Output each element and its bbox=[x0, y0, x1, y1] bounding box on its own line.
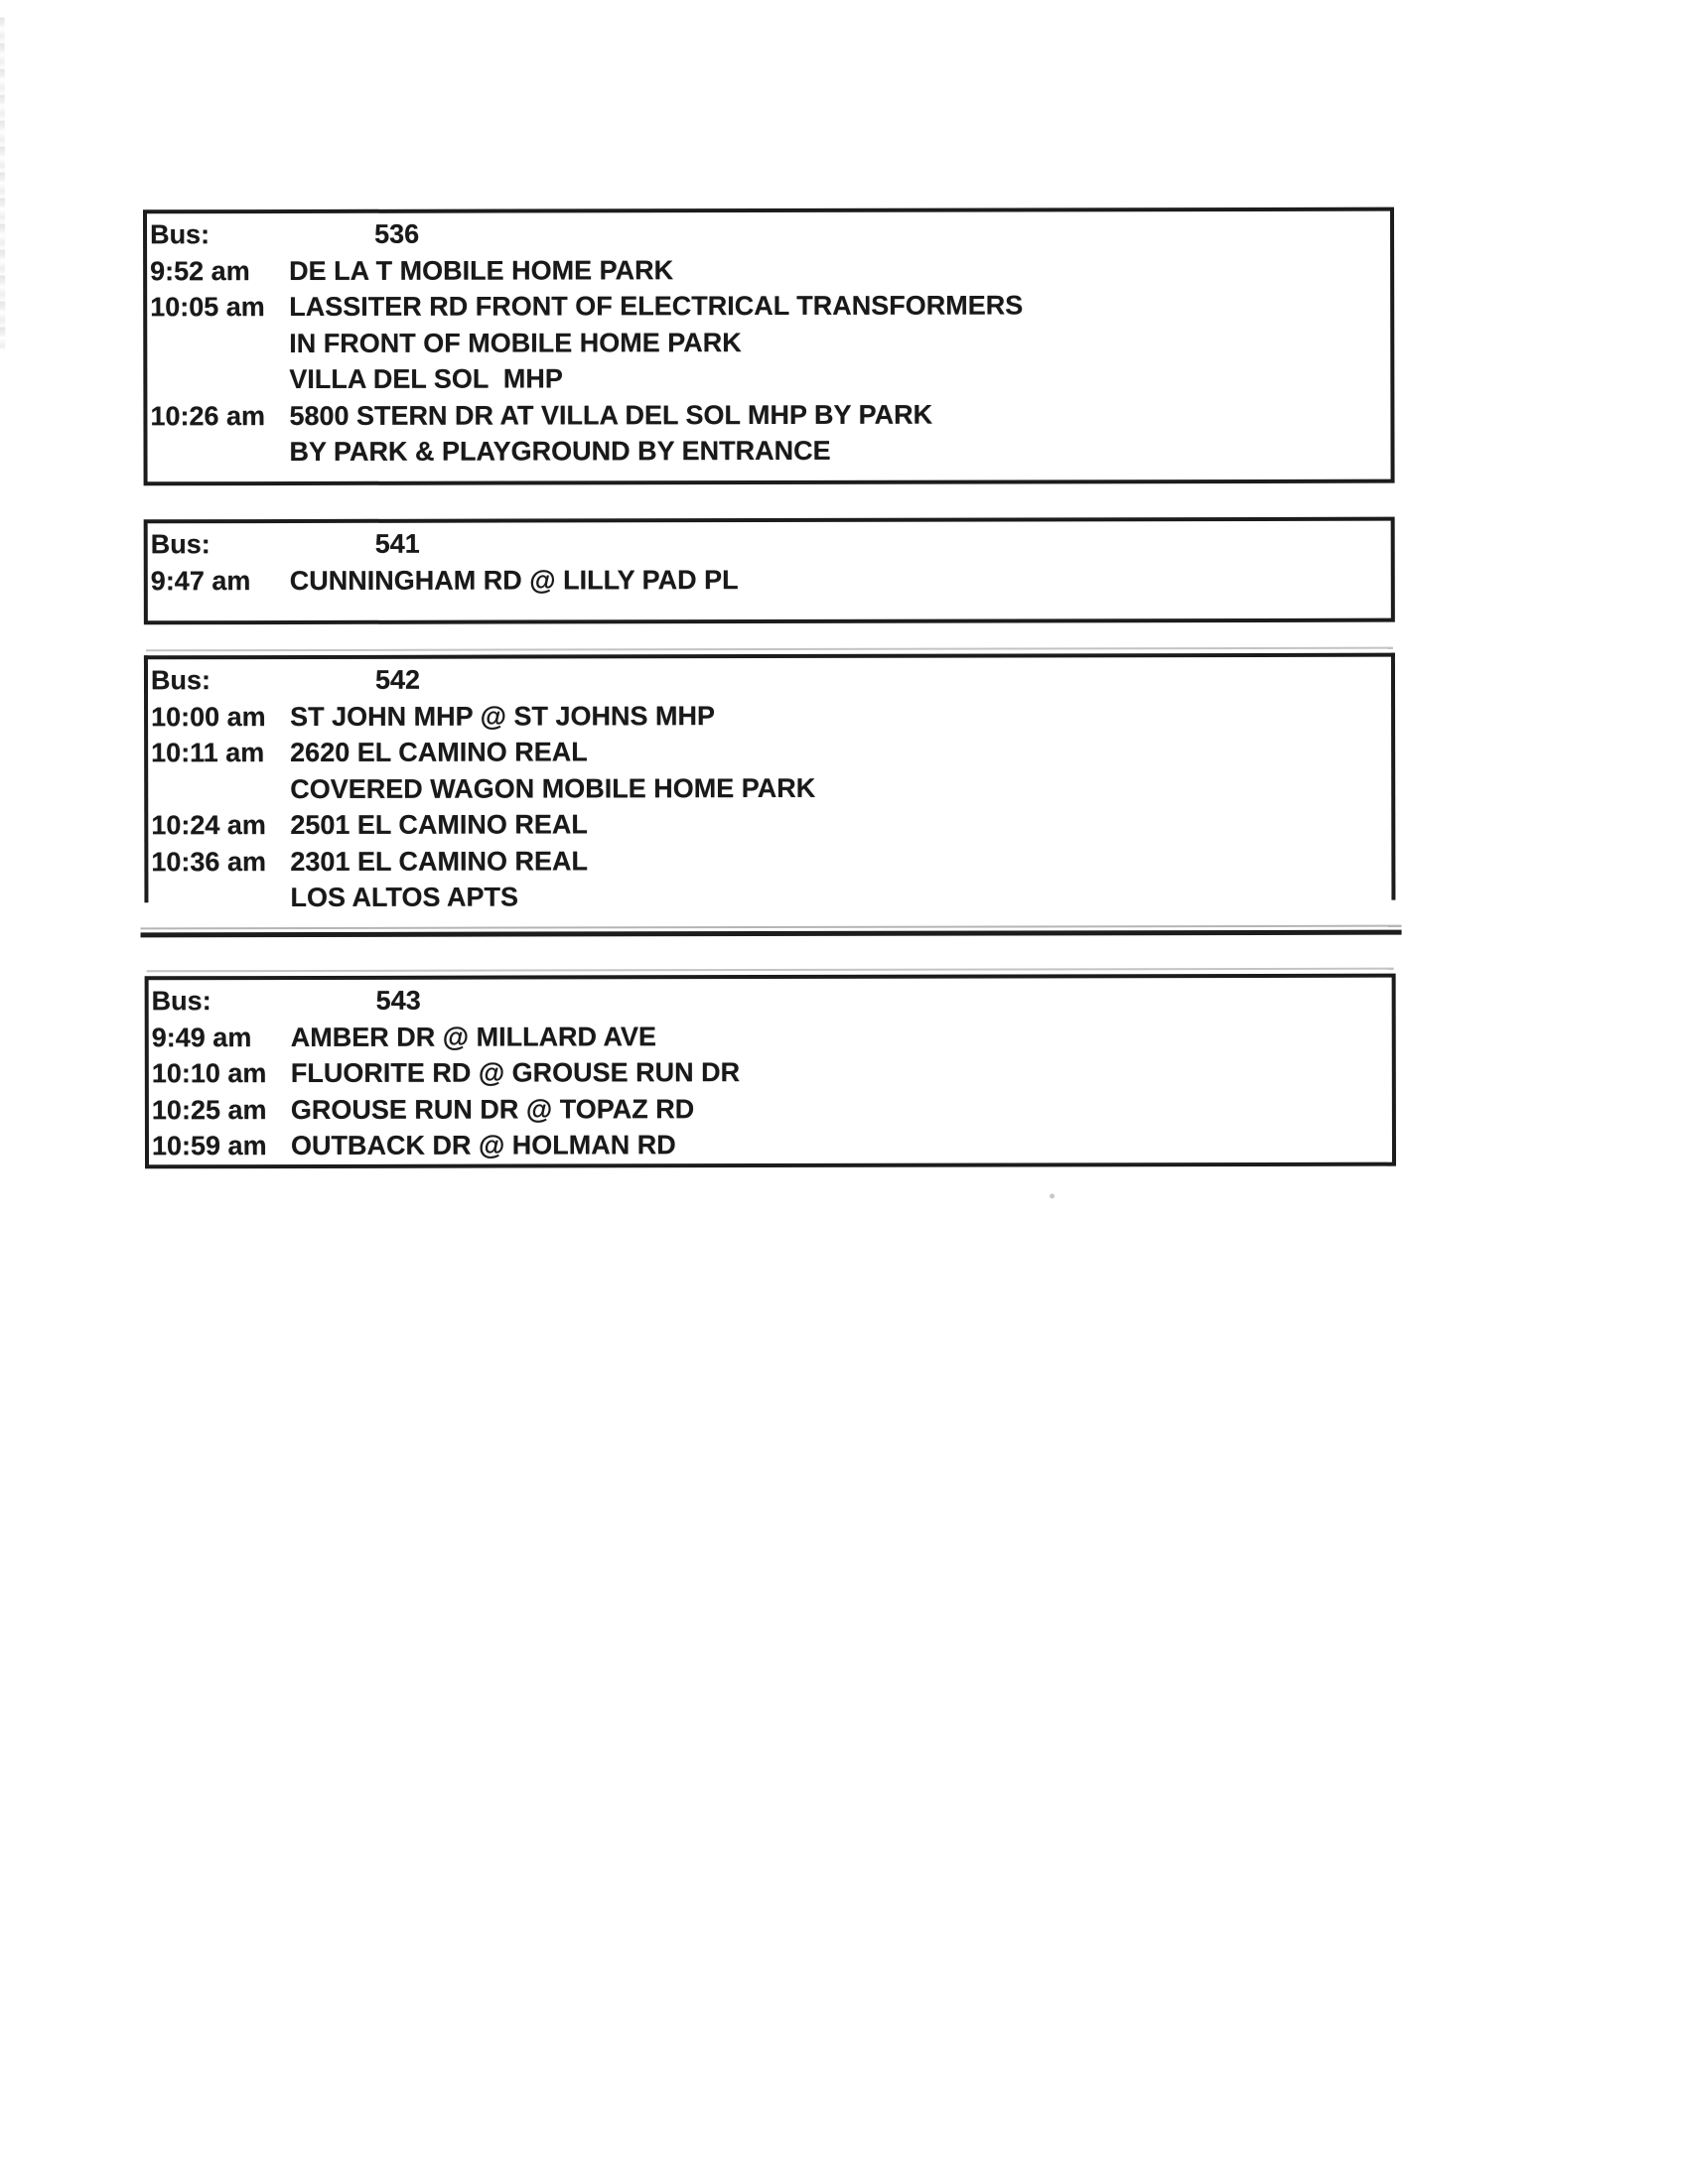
stop-location: 2301 EL CAMINO REAL bbox=[290, 845, 588, 877]
stop-time: 10:24 am bbox=[151, 810, 266, 841]
stop-time: 10:05 am bbox=[150, 292, 265, 323]
bus-number: 536 bbox=[374, 218, 420, 249]
stop-row: COVERED WAGON MOBILE HOME PARK bbox=[148, 768, 1391, 807]
stop-location: CUNNINGHAM RD @ LILLY PAD PL bbox=[289, 564, 739, 596]
stop-time bbox=[147, 361, 287, 398]
stop-location: IN FRONT OF MOBILE HOME PARK bbox=[289, 327, 742, 358]
stop-row: 10:36 am 2301 EL CAMINO REAL bbox=[148, 841, 1391, 880]
stop-row: 9:47 am CUNNINGHAM RD @ LILLY PAD PL bbox=[148, 560, 1391, 599]
bus-label: Bus: bbox=[151, 986, 211, 1017]
stop-row: IN FRONT OF MOBILE HOME PARK bbox=[147, 323, 1390, 361]
stop-location: FLUORITE RD @ GROUSE RUN DR bbox=[290, 1057, 741, 1089]
bus-label: Bus: bbox=[150, 529, 211, 560]
stop-time bbox=[148, 880, 288, 916]
bus-number: 542 bbox=[374, 664, 421, 695]
stop-row: 10:25 am GROUSE RUN DR @ TOPAZ RD bbox=[149, 1089, 1392, 1128]
stop-time: 10:25 am bbox=[151, 1094, 267, 1125]
stop-row: 10:24 am 2501 EL CAMINO REAL bbox=[148, 805, 1391, 844]
stop-time: 9:52 am bbox=[150, 255, 250, 286]
stop-location: 5800 STERN DR AT VILLA DEL SOL MHP BY PA… bbox=[289, 399, 933, 431]
separator-rule bbox=[140, 924, 1402, 930]
stop-row: 10:26 am 5800 STERN DR AT VILLA DEL SOL … bbox=[147, 395, 1390, 434]
bus-543-schedule-box: Bus: 543 9:49 am AMBER DR @ MILLARD AVE … bbox=[144, 973, 1397, 1169]
stop-time: 10:00 am bbox=[151, 701, 266, 732]
bus-541-schedule-box: Bus: 541 9:47 am CUNNINGHAM RD @ LILLY P… bbox=[143, 516, 1395, 625]
bus-header-row: Bus: 543 bbox=[149, 981, 1392, 1020]
bus-number: 543 bbox=[375, 985, 421, 1016]
stop-time: 9:49 am bbox=[151, 1022, 252, 1052]
scan-speck bbox=[1050, 1193, 1055, 1199]
scan-edge-artifact bbox=[0, 17, 6, 349]
bus-header-row: Bus: 542 bbox=[148, 660, 1391, 699]
bus-label: Bus: bbox=[150, 665, 211, 696]
stop-row: BY PARK & PLAYGROUND BY ENTRANCE bbox=[147, 432, 1390, 471]
stop-location: OUTBACK DR @ HOLMAN RD bbox=[290, 1130, 676, 1161]
stop-location: GROUSE RUN DR @ TOPAZ RD bbox=[290, 1093, 695, 1125]
stop-row: 10:00 am ST JOHN MHP @ ST JOHNS MHP bbox=[148, 696, 1391, 735]
stop-location: LOS ALTOS APTS bbox=[290, 882, 518, 913]
stop-time bbox=[148, 771, 288, 808]
stop-time: 10:36 am bbox=[151, 846, 266, 877]
bus-header-row: Bus: 536 bbox=[147, 214, 1390, 253]
bus-number: 541 bbox=[374, 528, 420, 559]
bus-header-row: Bus: 541 bbox=[148, 524, 1391, 563]
bus-label: Bus: bbox=[150, 219, 211, 250]
stop-row: 10:10 am FLUORITE RD @ GROUSE RUN DR bbox=[149, 1053, 1392, 1092]
bus-542-schedule-box: Bus: 542 10:00 am ST JOHN MHP @ ST JOHNS… bbox=[143, 652, 1396, 912]
stop-location: BY PARK & PLAYGROUND BY ENTRANCE bbox=[289, 435, 831, 468]
stop-row: 9:52 am DE LA T MOBILE HOME PARK bbox=[147, 250, 1390, 289]
stop-location: 2620 EL CAMINO REAL bbox=[290, 737, 588, 768]
stop-location: VILLA DEL SOL MHP bbox=[289, 363, 563, 395]
stop-row: 10:59 am OUTBACK DR @ HOLMAN RD bbox=[149, 1126, 1392, 1164]
stop-time bbox=[147, 326, 287, 362]
stop-location: COVERED WAGON MOBILE HOME PARK bbox=[290, 772, 816, 804]
stop-time: 9:47 am bbox=[150, 565, 251, 596]
stop-location: DE LA T MOBILE HOME PARK bbox=[289, 254, 674, 286]
stop-time bbox=[147, 434, 287, 471]
stop-location: AMBER DR @ MILLARD AVE bbox=[290, 1021, 657, 1052]
stop-time: 10:59 am bbox=[151, 1131, 267, 1161]
stop-location: ST JOHN MHP @ ST JOHNS MHP bbox=[290, 700, 715, 732]
stop-location: 2501 EL CAMINO REAL bbox=[290, 809, 588, 841]
stop-location: LASSITER RD FRONT OF ELECTRICAL TRANSFOR… bbox=[289, 290, 1024, 323]
stop-time: 10:10 am bbox=[151, 1058, 267, 1089]
stop-row: 10:11 am 2620 EL CAMINO REAL bbox=[148, 733, 1391, 771]
stop-row: LOS ALTOS APTS bbox=[148, 878, 1391, 916]
bus-536-schedule-box: Bus: 536 9:52 am DE LA T MOBILE HOME PAR… bbox=[142, 206, 1395, 486]
stop-row: 9:49 am AMBER DR @ MILLARD AVE bbox=[149, 1017, 1392, 1055]
stop-row: VILLA DEL SOL MHP bbox=[147, 359, 1390, 398]
stop-time: 10:11 am bbox=[151, 738, 265, 768]
stop-time: 10:26 am bbox=[150, 400, 266, 431]
stop-row: 10:05 am LASSITER RD FRONT OF ELECTRICAL… bbox=[147, 287, 1390, 326]
